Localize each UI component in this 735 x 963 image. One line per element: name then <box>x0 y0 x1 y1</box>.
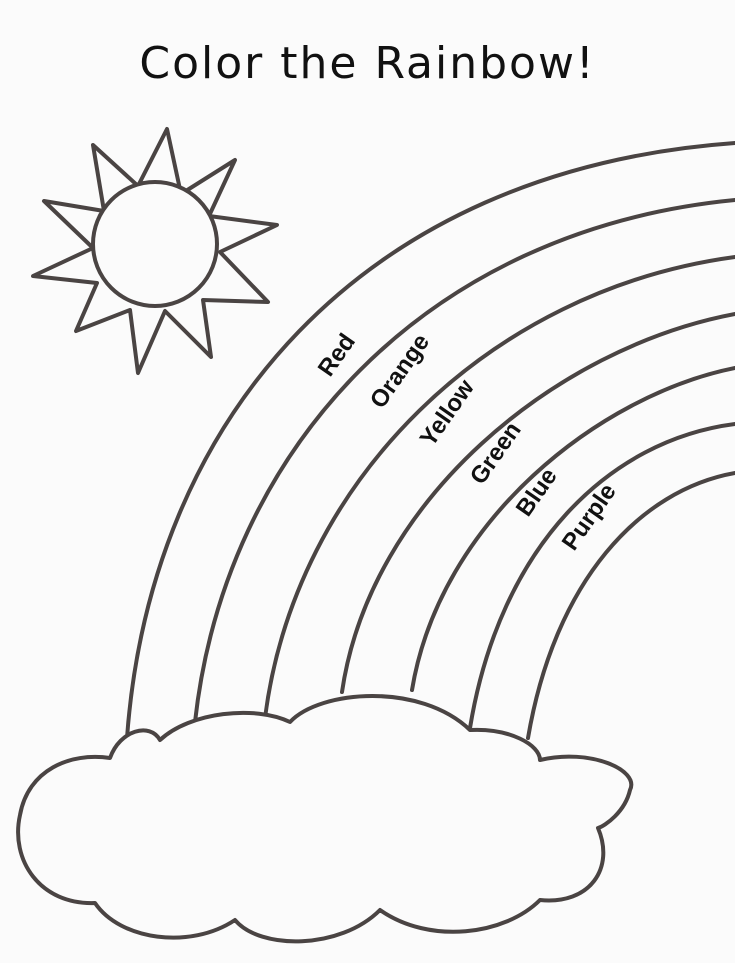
rainbow-arc-5 <box>410 366 735 692</box>
band-label-orange: Orange <box>365 329 435 413</box>
rainbow-arc-2 <box>193 198 735 724</box>
band-label-red: Red <box>313 329 361 382</box>
sun-disc <box>91 180 219 308</box>
sun-icon <box>31 127 279 375</box>
rainbow-arc-3 <box>263 255 735 720</box>
rainbow-outline <box>125 141 735 740</box>
rainbow-arc-1 <box>125 141 735 740</box>
rainbow-arc-7 <box>526 471 735 740</box>
rainbow-arc-6 <box>468 422 735 730</box>
sun-rays <box>31 127 279 375</box>
cloud-icon <box>16 694 634 944</box>
rainbow-arc-4 <box>340 312 735 694</box>
page-title: Color the Rainbow! <box>139 38 596 89</box>
